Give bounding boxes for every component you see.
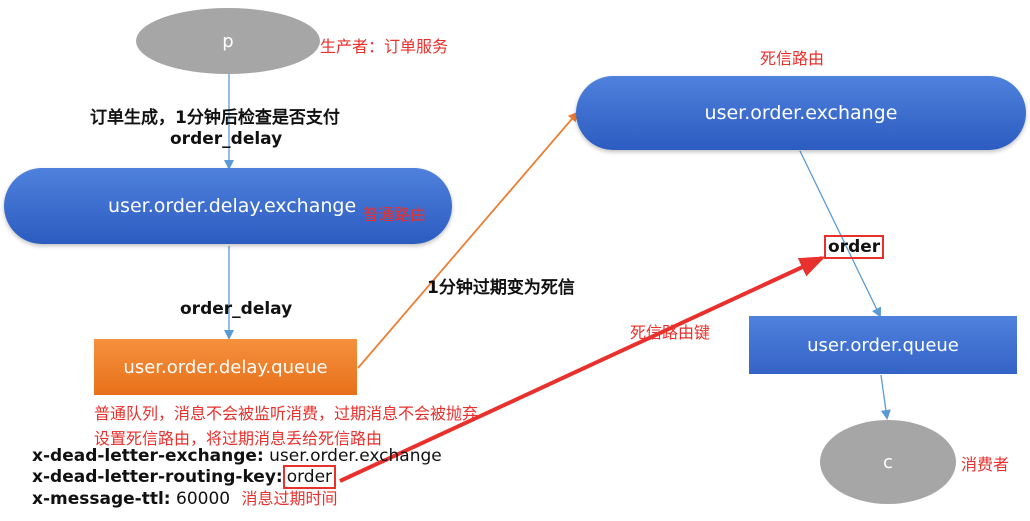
arg-dead-letter-exchange: x-dead-letter-exchange: user.order.excha… xyxy=(32,446,442,467)
arrow-delay-queue-to-dlx-exchange xyxy=(357,111,579,369)
producer-note: 生产者：订单服务 xyxy=(320,37,449,56)
arrow-dlx-exchange-to-order-queue xyxy=(799,150,882,318)
dlx-exchange-label: user.order.exchange xyxy=(704,102,898,124)
dlx-exchange-node: user.order.exchange xyxy=(576,76,1026,150)
publish-description: 订单生成，1分钟后检查是否支付 xyxy=(90,108,340,128)
publish-routing-key: order_delay xyxy=(170,129,283,149)
consumer-label: c xyxy=(883,451,893,473)
order-queue-node: user.order.queue xyxy=(749,316,1017,374)
consumer-note: 消费者 xyxy=(961,455,1010,474)
delay-queue-note-1: 普通队列，消息不会被监听消费，过期消息不会被抛弃 xyxy=(94,404,479,423)
arrow-routing-key-to-order xyxy=(339,256,826,483)
delay-exchange-note: 普通路由 xyxy=(362,205,427,224)
delay-queue-label: user.order.delay.queue xyxy=(123,356,328,378)
producer-node: p xyxy=(136,8,320,74)
arg-key: x-dead-letter-routing-key: xyxy=(32,467,283,487)
queue-arguments: x-dead-letter-exchange: user.order.excha… xyxy=(32,446,442,510)
producer-label: p xyxy=(222,30,234,52)
delay-queue-note-2: 设置死信路由，将过期消息丢给死信路由 xyxy=(94,429,383,448)
arrow-order-queue-to-consumer xyxy=(880,374,891,420)
arg-value-highlighted: order xyxy=(282,465,337,489)
consumer-node: c xyxy=(820,420,956,504)
arg-note: 消息过期时间 xyxy=(241,489,338,508)
delay-exchange-label: user.order.delay.exchange xyxy=(108,195,357,217)
dead-letter-key-note: 死信路由键 xyxy=(630,323,711,342)
expire-description: 1分钟过期变为死信 xyxy=(427,278,575,298)
arg-key: x-dead-letter-exchange: xyxy=(32,446,264,466)
dlx-routing-key: order xyxy=(824,235,885,259)
order-queue-label: user.order.queue xyxy=(807,334,959,356)
arg-message-ttl: x-message-ttl: 60000 消息过期时间 xyxy=(32,488,442,510)
arg-value: 60000 xyxy=(170,489,231,509)
arg-dead-letter-routing-key: x-dead-letter-routing-key:order xyxy=(32,465,442,489)
delay-queue-node: user.order.delay.queue xyxy=(94,339,357,395)
dlx-exchange-note: 死信路由 xyxy=(760,49,825,68)
delay-exchange-node: user.order.delay.exchange xyxy=(4,168,452,244)
arg-key: x-message-ttl: xyxy=(32,489,171,509)
arg-value: user.order.exchange xyxy=(263,446,442,466)
delay-binding-key: order_delay xyxy=(180,299,293,319)
